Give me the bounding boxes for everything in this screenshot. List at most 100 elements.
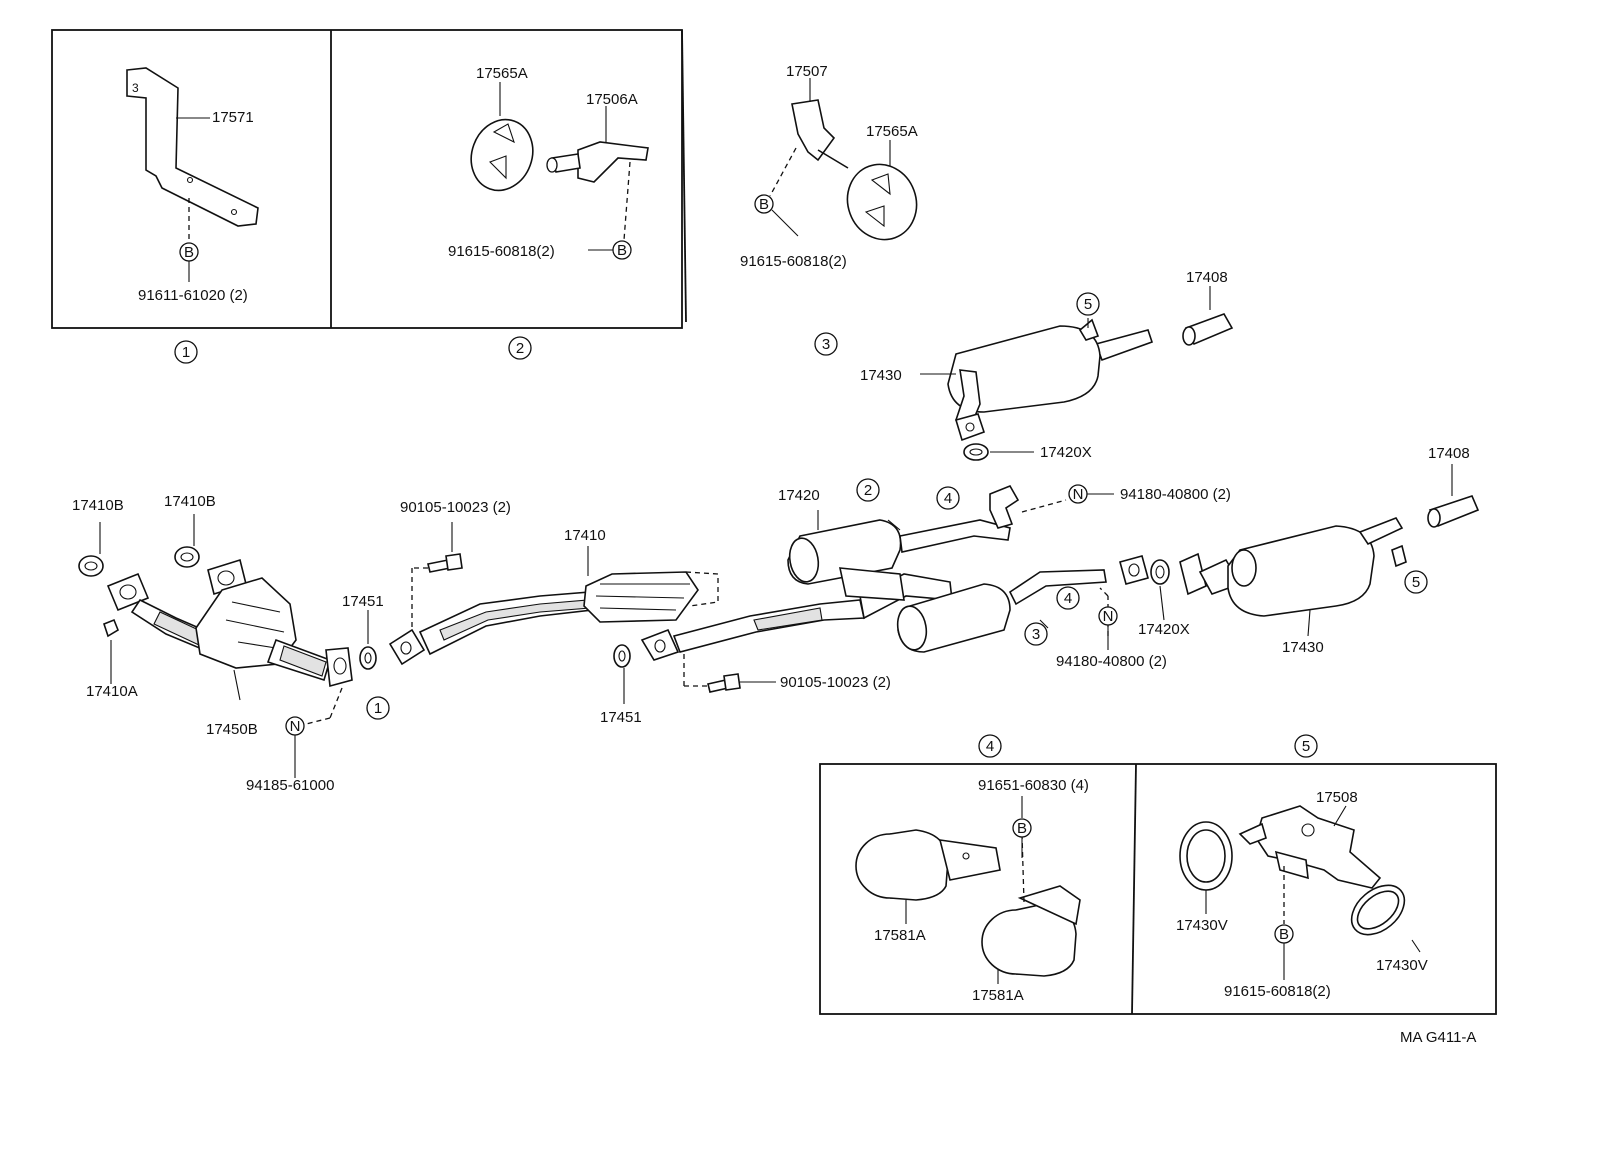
- gasket-17410B-right: [174, 546, 200, 568]
- label-17565A: 17565A: [476, 65, 528, 82]
- label-17410B-left: 17410B: [72, 497, 124, 514]
- label-17430V-left: 17430V: [1176, 917, 1228, 934]
- marker-b: B: [612, 240, 632, 260]
- label-17450B: 17450B: [206, 721, 258, 738]
- svg-text:B: B: [1279, 926, 1289, 943]
- detail-2: B 17565A 17506A 91615-60818(2): [448, 65, 649, 260]
- svg-text:4: 4: [944, 490, 952, 507]
- label-17430-upper: 17430: [860, 367, 902, 384]
- svg-text:B: B: [759, 196, 769, 213]
- svg-text:4: 4: [1064, 590, 1072, 607]
- gasket-17451-left: 17451: [342, 593, 384, 670]
- marker-1-main: 1: [366, 696, 390, 720]
- label-91615-60818-c: 91615-60818(2): [1224, 983, 1331, 1000]
- marker-b: B: [754, 194, 774, 214]
- marker-2: 2: [508, 336, 532, 360]
- marker-2-main: 2: [856, 478, 880, 502]
- svg-text:B: B: [617, 242, 627, 259]
- marker-n: N: [1068, 484, 1088, 504]
- bolt-90105-lower: 90105-10023 (2): [683, 654, 891, 693]
- detail-1: 3 B 17571 91611-61020 (2): [126, 67, 259, 304]
- svg-text:B: B: [184, 244, 194, 261]
- detail-box-top: [51, 29, 687, 329]
- svg-text:N: N: [290, 718, 301, 735]
- svg-text:N: N: [1103, 608, 1114, 625]
- marker-n: N: [285, 716, 305, 736]
- label-91611-61020: 91611-61020 (2): [138, 287, 248, 304]
- marker-4-main-lower: 4: [1056, 586, 1080, 610]
- svg-text:N: N: [1073, 486, 1084, 503]
- marker-b: B: [1012, 818, 1032, 838]
- label-17410B-right: 17410B: [164, 493, 216, 510]
- gasket-17420X-upper: [963, 443, 989, 461]
- hanger-17565A: [470, 118, 534, 192]
- gasket-17451-right: 17451: [600, 644, 642, 726]
- marker-n: N: [1098, 606, 1118, 626]
- label-94180-upper: 94180-40800 (2): [1120, 486, 1231, 503]
- bracket-17506A: [577, 141, 649, 183]
- bracket-17508: [1255, 805, 1382, 889]
- center-muffler-17420: N N 17420 94180-40800 (2) 94180-40800 (2…: [778, 484, 1231, 670]
- label-17410A: 17410A: [86, 683, 138, 700]
- label-91615-60818-b: 91615-60818(2): [740, 253, 847, 270]
- label-17565A-b: 17565A: [866, 123, 918, 140]
- bracket-17571: [126, 67, 259, 227]
- hanger-17565A-b: [846, 163, 918, 241]
- front-pipe-assembly: N 17410B 17410B 17410A 17450B 94185-6100…: [72, 493, 353, 794]
- svg-text:5: 5: [1084, 296, 1092, 313]
- marker-b: B: [1274, 924, 1294, 944]
- label-17581A-upper: 17581A: [874, 927, 926, 944]
- svg-text:4: 4: [986, 738, 994, 755]
- svg-text:B: B: [1017, 820, 1027, 837]
- svg-text:1: 1: [182, 344, 190, 361]
- label-17430-lower: 17430: [1282, 639, 1324, 656]
- label-17410: 17410: [564, 527, 606, 544]
- label-17420X-lower: 17420X: [1138, 621, 1190, 638]
- label-17571: 17571: [212, 109, 254, 126]
- svg-text:2: 2: [864, 482, 872, 499]
- bracket-17507: [791, 99, 836, 162]
- detail-4: B 91651-60830 (4) 17581A 17581A: [855, 777, 1089, 1004]
- label-17420X-upper: 17420X: [1040, 444, 1092, 461]
- upper-muffler-assembly: 17408 17430 17420X: [860, 269, 1234, 461]
- lower-muffler-assembly: 17408 17430 17420X: [1138, 445, 1480, 656]
- marker-3: 3: [814, 332, 838, 356]
- marker-5-detail: 5: [1294, 734, 1318, 758]
- label-17581A-lower: 17581A: [972, 987, 1024, 1004]
- svg-text:5: 5: [1302, 738, 1310, 755]
- marker-5-upper: 5: [1076, 292, 1100, 316]
- label-91615-60818: 91615-60818(2): [448, 243, 555, 260]
- label-17408-lower: 17408: [1428, 445, 1470, 462]
- svg-text:1: 1: [374, 700, 382, 717]
- label-17408-upper: 17408: [1186, 269, 1228, 286]
- label-17508: 17508: [1316, 789, 1358, 806]
- label-94185-61000: 94185-61000: [246, 777, 334, 794]
- svg-text:3: 3: [822, 336, 830, 353]
- bolt-90105-upper: 90105-10023 (2): [400, 499, 511, 636]
- gasket-17410B-left: [78, 555, 104, 577]
- center-pipe-17410: 17410: [388, 527, 719, 666]
- label-17420: 17420: [778, 487, 820, 504]
- svg-text:5: 5: [1412, 574, 1420, 591]
- label-90105-upper: 90105-10023 (2): [400, 499, 511, 516]
- detail-3: B 17507 17565A 91615-60818(2): [740, 63, 918, 270]
- label-17451-left: 17451: [342, 593, 384, 610]
- label-94180-lower: 94180-40800 (2): [1056, 653, 1167, 670]
- label-17506A: 17506A: [586, 91, 638, 108]
- marker-5-main: 5: [1404, 570, 1428, 594]
- gasket-17420X-lower: [1150, 559, 1170, 585]
- svg-text:3: 3: [1032, 626, 1040, 643]
- marker-4-detail: 4: [978, 734, 1002, 758]
- detail-box-bottom: [819, 763, 1497, 1015]
- marker-1: 1: [174, 340, 198, 364]
- marker-3-main: 3: [1024, 622, 1048, 646]
- label-17430V-right: 17430V: [1376, 957, 1428, 974]
- label-90105-lower: 90105-10023 (2): [780, 674, 891, 691]
- label-17451-right: 17451: [600, 709, 642, 726]
- label-17507: 17507: [786, 63, 828, 80]
- label-91651-60830: 91651-60830 (4): [978, 777, 1089, 794]
- svg-text:2: 2: [516, 340, 524, 357]
- figure-code: MA G411-A: [1400, 1029, 1476, 1046]
- nut-17410A: [103, 618, 119, 638]
